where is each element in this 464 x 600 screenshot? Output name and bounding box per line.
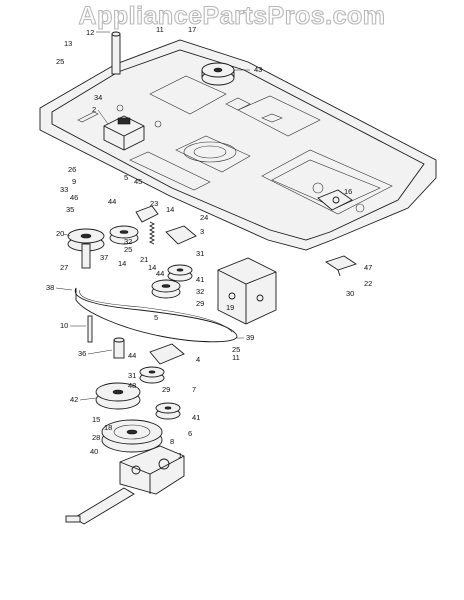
callout-25b: 25	[124, 245, 132, 254]
callout-40: 40	[90, 447, 98, 456]
callout-12: 12	[86, 28, 94, 37]
callout-14c: 14	[148, 263, 156, 272]
callout-32b: 32	[196, 287, 204, 296]
callout-44a: 44	[108, 197, 116, 206]
pulley-20	[67, 228, 105, 269]
callout-23: 23	[150, 199, 158, 208]
callout-8: 8	[170, 437, 174, 446]
bolt-10	[87, 315, 93, 343]
callout-41a: 41	[196, 275, 204, 284]
callout-48: 48	[128, 381, 136, 390]
callout-9a: 9	[72, 177, 76, 186]
callout-47: 47	[364, 263, 372, 272]
callout-42: 42	[70, 395, 78, 404]
pulley-43	[201, 62, 235, 86]
callout-20: 20	[56, 229, 64, 238]
idler-arm-23	[135, 205, 159, 223]
callout-37: 37	[100, 253, 108, 262]
callout-22: 22	[364, 279, 372, 288]
pulley-42	[95, 382, 141, 410]
callouts: 12 11 17 13 25 43 34 2 26 9 33 46 35 5 4…	[46, 25, 372, 460]
callout-5a: 5	[124, 173, 128, 182]
mount-bracket-19	[217, 257, 277, 325]
callout-28: 28	[92, 433, 100, 442]
spring-21	[148, 221, 156, 245]
callout-19: 19	[226, 303, 234, 312]
callout-11: 11	[156, 25, 164, 34]
callout-46: 46	[70, 193, 78, 202]
callout-41b: 41	[192, 413, 200, 422]
callout-32a: 32	[124, 237, 132, 246]
callout-18: 18	[104, 423, 112, 432]
callout-1: 1	[178, 451, 182, 460]
callout-4: 4	[196, 355, 200, 364]
callout-36: 36	[78, 349, 86, 358]
callout-21: 21	[140, 255, 148, 264]
callout-35: 35	[66, 205, 74, 214]
pulley-44	[151, 279, 181, 299]
bracket-47	[324, 255, 358, 277]
pulley-31	[139, 366, 165, 384]
callout-38: 38	[46, 283, 54, 292]
gearbox-2	[103, 115, 145, 151]
callout-44c: 44	[128, 351, 136, 360]
deck-frame	[39, 39, 437, 251]
callout-31a: 31	[196, 249, 204, 258]
pulley-3	[109, 225, 139, 245]
callout-31b: 31	[128, 371, 136, 380]
idler-pulley-41-lower	[155, 402, 181, 420]
shaft-12	[111, 31, 121, 75]
pulley-40	[101, 419, 163, 453]
callout-30: 30	[346, 289, 354, 298]
callout-14b: 14	[118, 259, 126, 268]
callout-10: 10	[60, 321, 68, 330]
idler-bracket-4	[149, 343, 185, 365]
watermark-text: AppliancePartsPros.com	[79, 2, 386, 30]
callout-44b: 44	[156, 269, 164, 278]
callout-11b: 11	[232, 353, 240, 362]
bracket-16	[317, 189, 353, 211]
callout-39: 39	[246, 333, 254, 342]
callout-29b: 29	[162, 385, 170, 394]
transaxle-1	[65, 445, 185, 525]
callout-7: 7	[192, 385, 196, 394]
callout-45: 45	[134, 177, 142, 186]
callout-43: 43	[254, 65, 262, 74]
callout-2: 2	[92, 105, 96, 114]
callout-5b: 5	[154, 313, 158, 322]
callout-13: 13	[64, 39, 72, 48]
belt-38	[74, 287, 238, 343]
callout-17: 17	[188, 25, 196, 34]
callout-6: 6	[188, 429, 192, 438]
callout-15: 15	[92, 415, 100, 424]
callout-29a: 29	[196, 299, 204, 308]
callout-27: 27	[60, 263, 68, 272]
spacer-36	[113, 337, 125, 359]
callout-33: 33	[60, 185, 68, 194]
callout-25a: 25	[56, 57, 64, 66]
bracket-plate	[165, 225, 197, 245]
callout-3: 3	[200, 227, 204, 236]
callout-16: 16	[344, 187, 352, 196]
callout-26: 26	[68, 165, 76, 174]
callout-34: 34	[94, 93, 102, 102]
callout-24: 24	[200, 213, 208, 222]
callout-25c: 25	[232, 345, 240, 354]
idler-pulley-41-upper	[167, 264, 193, 282]
callout-14a: 14	[166, 205, 174, 214]
